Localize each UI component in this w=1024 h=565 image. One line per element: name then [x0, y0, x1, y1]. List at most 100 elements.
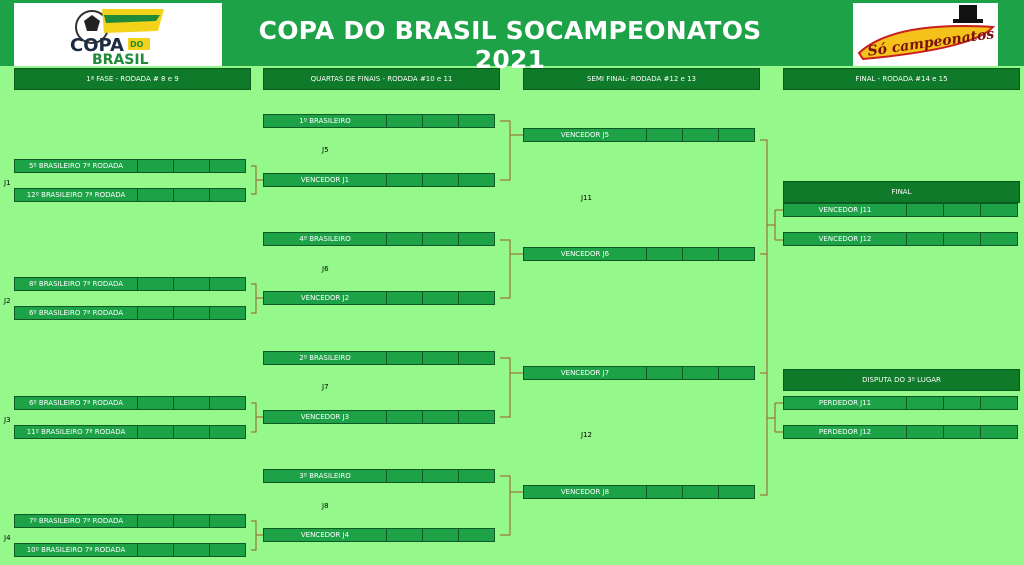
- score-cell[interactable]: [459, 291, 495, 305]
- score-cell[interactable]: [423, 410, 459, 424]
- score-cell[interactable]: [944, 232, 981, 246]
- score-cell[interactable]: [423, 469, 459, 483]
- score-cell[interactable]: [138, 396, 174, 410]
- score-cell[interactable]: [907, 232, 944, 246]
- score-cell[interactable]: [387, 114, 423, 128]
- team-label: 5º BRASILEIRO 7ª RODADA: [14, 159, 138, 173]
- score-cell[interactable]: [981, 396, 1018, 410]
- score-cell[interactable]: [138, 188, 174, 202]
- score-cell[interactable]: [981, 232, 1018, 246]
- score-cell[interactable]: [138, 306, 174, 320]
- score-cell[interactable]: [907, 396, 944, 410]
- score-cell[interactable]: [907, 203, 944, 217]
- score-cell[interactable]: [174, 277, 210, 291]
- score-cell[interactable]: [210, 306, 246, 320]
- third-place-row[interactable]: PERDEDOR J12: [783, 425, 1018, 439]
- score-cell[interactable]: [138, 514, 174, 528]
- score-cell[interactable]: [423, 291, 459, 305]
- score-cell[interactable]: [719, 247, 755, 261]
- score-cell[interactable]: [138, 425, 174, 439]
- round1-row[interactable]: 12º BRASILEIRO 7ª RODADA: [14, 188, 246, 202]
- round1-row[interactable]: 7º BRASILEIRO 7ª RODADA: [14, 514, 246, 528]
- score-cell[interactable]: [647, 366, 683, 380]
- round1-row[interactable]: 11º BRASILEIRO 7ª RODADA: [14, 425, 246, 439]
- semi-row[interactable]: VENCEDOR J6: [523, 247, 755, 261]
- score-cell[interactable]: [423, 232, 459, 246]
- team-label: 6º BRASILEIRO 7ª RODADA: [14, 306, 138, 320]
- score-cell[interactable]: [387, 469, 423, 483]
- score-cell[interactable]: [387, 291, 423, 305]
- quarter-row[interactable]: VENCEDOR J2: [263, 291, 495, 305]
- score-cell[interactable]: [683, 485, 719, 499]
- score-cell[interactable]: [210, 514, 246, 528]
- score-cell[interactable]: [210, 159, 246, 173]
- score-cell[interactable]: [981, 425, 1018, 439]
- quarter-row[interactable]: 2º BRASILEIRO: [263, 351, 495, 365]
- quarter-row[interactable]: VENCEDOR J3: [263, 410, 495, 424]
- semi-row[interactable]: VENCEDOR J7: [523, 366, 755, 380]
- score-cell[interactable]: [423, 114, 459, 128]
- score-cell[interactable]: [423, 528, 459, 542]
- score-cell[interactable]: [210, 277, 246, 291]
- score-cell[interactable]: [174, 396, 210, 410]
- score-cell[interactable]: [174, 543, 210, 557]
- semi-row[interactable]: VENCEDOR J8: [523, 485, 755, 499]
- score-cell[interactable]: [719, 485, 755, 499]
- score-cell[interactable]: [719, 128, 755, 142]
- score-cell[interactable]: [459, 351, 495, 365]
- quarter-row[interactable]: VENCEDOR J1: [263, 173, 495, 187]
- score-cell[interactable]: [981, 203, 1018, 217]
- score-cell[interactable]: [459, 528, 495, 542]
- score-cell[interactable]: [387, 232, 423, 246]
- score-cell[interactable]: [459, 232, 495, 246]
- score-cell[interactable]: [138, 159, 174, 173]
- score-cell[interactable]: [423, 351, 459, 365]
- score-cell[interactable]: [944, 203, 981, 217]
- score-cell[interactable]: [944, 425, 981, 439]
- quarter-row[interactable]: VENCEDOR J4: [263, 528, 495, 542]
- score-cell[interactable]: [174, 159, 210, 173]
- score-cell[interactable]: [647, 128, 683, 142]
- round1-row[interactable]: 6º BRASILEIRO 7ª RODADA: [14, 306, 246, 320]
- score-cell[interactable]: [683, 366, 719, 380]
- third-place-row[interactable]: PERDEDOR J11: [783, 396, 1018, 410]
- score-cell[interactable]: [459, 410, 495, 424]
- round1-row[interactable]: 10º BRASILEIRO 7ª RODADA: [14, 543, 246, 557]
- score-cell[interactable]: [174, 306, 210, 320]
- final-row[interactable]: VENCEDOR J11: [783, 203, 1018, 217]
- round1-row[interactable]: 5º BRASILEIRO 7ª RODADA: [14, 159, 246, 173]
- score-cell[interactable]: [683, 128, 719, 142]
- score-cell[interactable]: [138, 543, 174, 557]
- score-cell[interactable]: [210, 425, 246, 439]
- score-cell[interactable]: [944, 396, 981, 410]
- score-cell[interactable]: [387, 410, 423, 424]
- score-cell[interactable]: [174, 425, 210, 439]
- score-cell[interactable]: [719, 366, 755, 380]
- score-cell[interactable]: [174, 188, 210, 202]
- score-cell[interactable]: [423, 173, 459, 187]
- round1-row[interactable]: 8º BRASILEIRO 7ª RODADA: [14, 277, 246, 291]
- quarter-row[interactable]: 4º BRASILEIRO: [263, 232, 495, 246]
- quarter-row[interactable]: 1º BRASILEIRO: [263, 114, 495, 128]
- score-cell[interactable]: [387, 173, 423, 187]
- score-cell[interactable]: [174, 514, 210, 528]
- final-row[interactable]: VENCEDOR J12: [783, 232, 1018, 246]
- team-label: VENCEDOR J1: [263, 173, 387, 187]
- semi-row[interactable]: VENCEDOR J5: [523, 128, 755, 142]
- score-cell[interactable]: [138, 277, 174, 291]
- score-cell[interactable]: [387, 528, 423, 542]
- score-cell[interactable]: [459, 469, 495, 483]
- score-cell[interactable]: [907, 425, 944, 439]
- score-cell[interactable]: [647, 247, 683, 261]
- quarter-row[interactable]: 3º BRASILEIRO: [263, 469, 495, 483]
- score-cell[interactable]: [459, 173, 495, 187]
- score-cell[interactable]: [387, 351, 423, 365]
- team-label: 4º BRASILEIRO: [263, 232, 387, 246]
- score-cell[interactable]: [210, 543, 246, 557]
- score-cell[interactable]: [459, 114, 495, 128]
- score-cell[interactable]: [647, 485, 683, 499]
- score-cell[interactable]: [683, 247, 719, 261]
- round1-row[interactable]: 6º BRASILEIRO 7ª RODADA: [14, 396, 246, 410]
- score-cell[interactable]: [210, 396, 246, 410]
- score-cell[interactable]: [210, 188, 246, 202]
